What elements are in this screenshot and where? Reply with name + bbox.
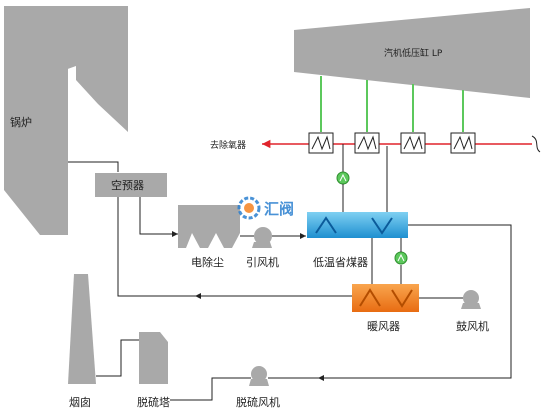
lp-heater-3 — [400, 132, 426, 154]
air-preheater: 空预器 — [95, 173, 167, 197]
air-duct-heater-preheater — [117, 197, 352, 297]
lp-heater-4 — [450, 132, 476, 154]
air-heater-label: 暖风器 — [367, 320, 400, 333]
desulfurization-tower: 脱硫塔 — [137, 332, 170, 409]
green-pump-icon — [394, 251, 408, 265]
zigzag-coil-icon — [453, 135, 473, 151]
green-pump-icon — [336, 171, 350, 185]
id-fan-label: 引风机 — [246, 255, 279, 269]
air-heater: 暖风器 — [352, 284, 419, 333]
desulfur-tower-label: 脱硫塔 — [137, 395, 170, 409]
desulfur-fan: 脱硫风机 — [236, 366, 280, 409]
low-temp-economizer: 低温省煤器 — [307, 212, 408, 269]
flue-duct-tower-chimney — [96, 339, 139, 377]
electrostatic-precipitator: 电除尘 — [178, 205, 240, 269]
turbine-label: 汽机低压缸 LP — [384, 47, 443, 59]
zigzag-coil-icon — [311, 135, 331, 151]
flue-duct-boiler-out — [68, 161, 119, 172]
zigzag-coil-icon — [357, 135, 377, 151]
turbine-lp-cylinder: 汽机低压缸 LP — [294, 8, 530, 98]
chimney-label: 烟囱 — [69, 395, 91, 409]
flue-duct-fan-tower — [170, 377, 251, 401]
logo-text: 汇阀 — [264, 200, 294, 218]
lp-heater-1 — [308, 132, 334, 154]
fd-fan: 鼓风机 — [456, 290, 489, 333]
esp-label: 电除尘 — [191, 255, 224, 269]
lp-heaters — [308, 132, 476, 154]
fd-fan-label: 鼓风机 — [456, 319, 489, 333]
lp-heater-2 — [354, 132, 380, 154]
economizer-label: 低温省煤器 — [313, 256, 368, 269]
flue-duct-economizer-out — [318, 224, 512, 381]
valve-logo-icon: 汇阀 — [237, 196, 294, 220]
zigzag-coil-icon — [403, 135, 423, 151]
boiler-label: 锅炉 — [10, 116, 32, 129]
flue-duct-to-esp — [139, 197, 178, 237]
deaerator-label: 去除氧器 — [210, 139, 246, 151]
air-preheater-label: 空预器 — [111, 178, 144, 192]
chimney: 烟囱 — [68, 274, 96, 409]
extraction-lines — [320, 76, 464, 132]
id-fan: 引风机 — [246, 227, 279, 269]
condensate-line-break — [531, 135, 541, 153]
boiler: 锅炉 — [4, 6, 128, 235]
desulfur-fan-label: 脱硫风机 — [236, 395, 280, 409]
